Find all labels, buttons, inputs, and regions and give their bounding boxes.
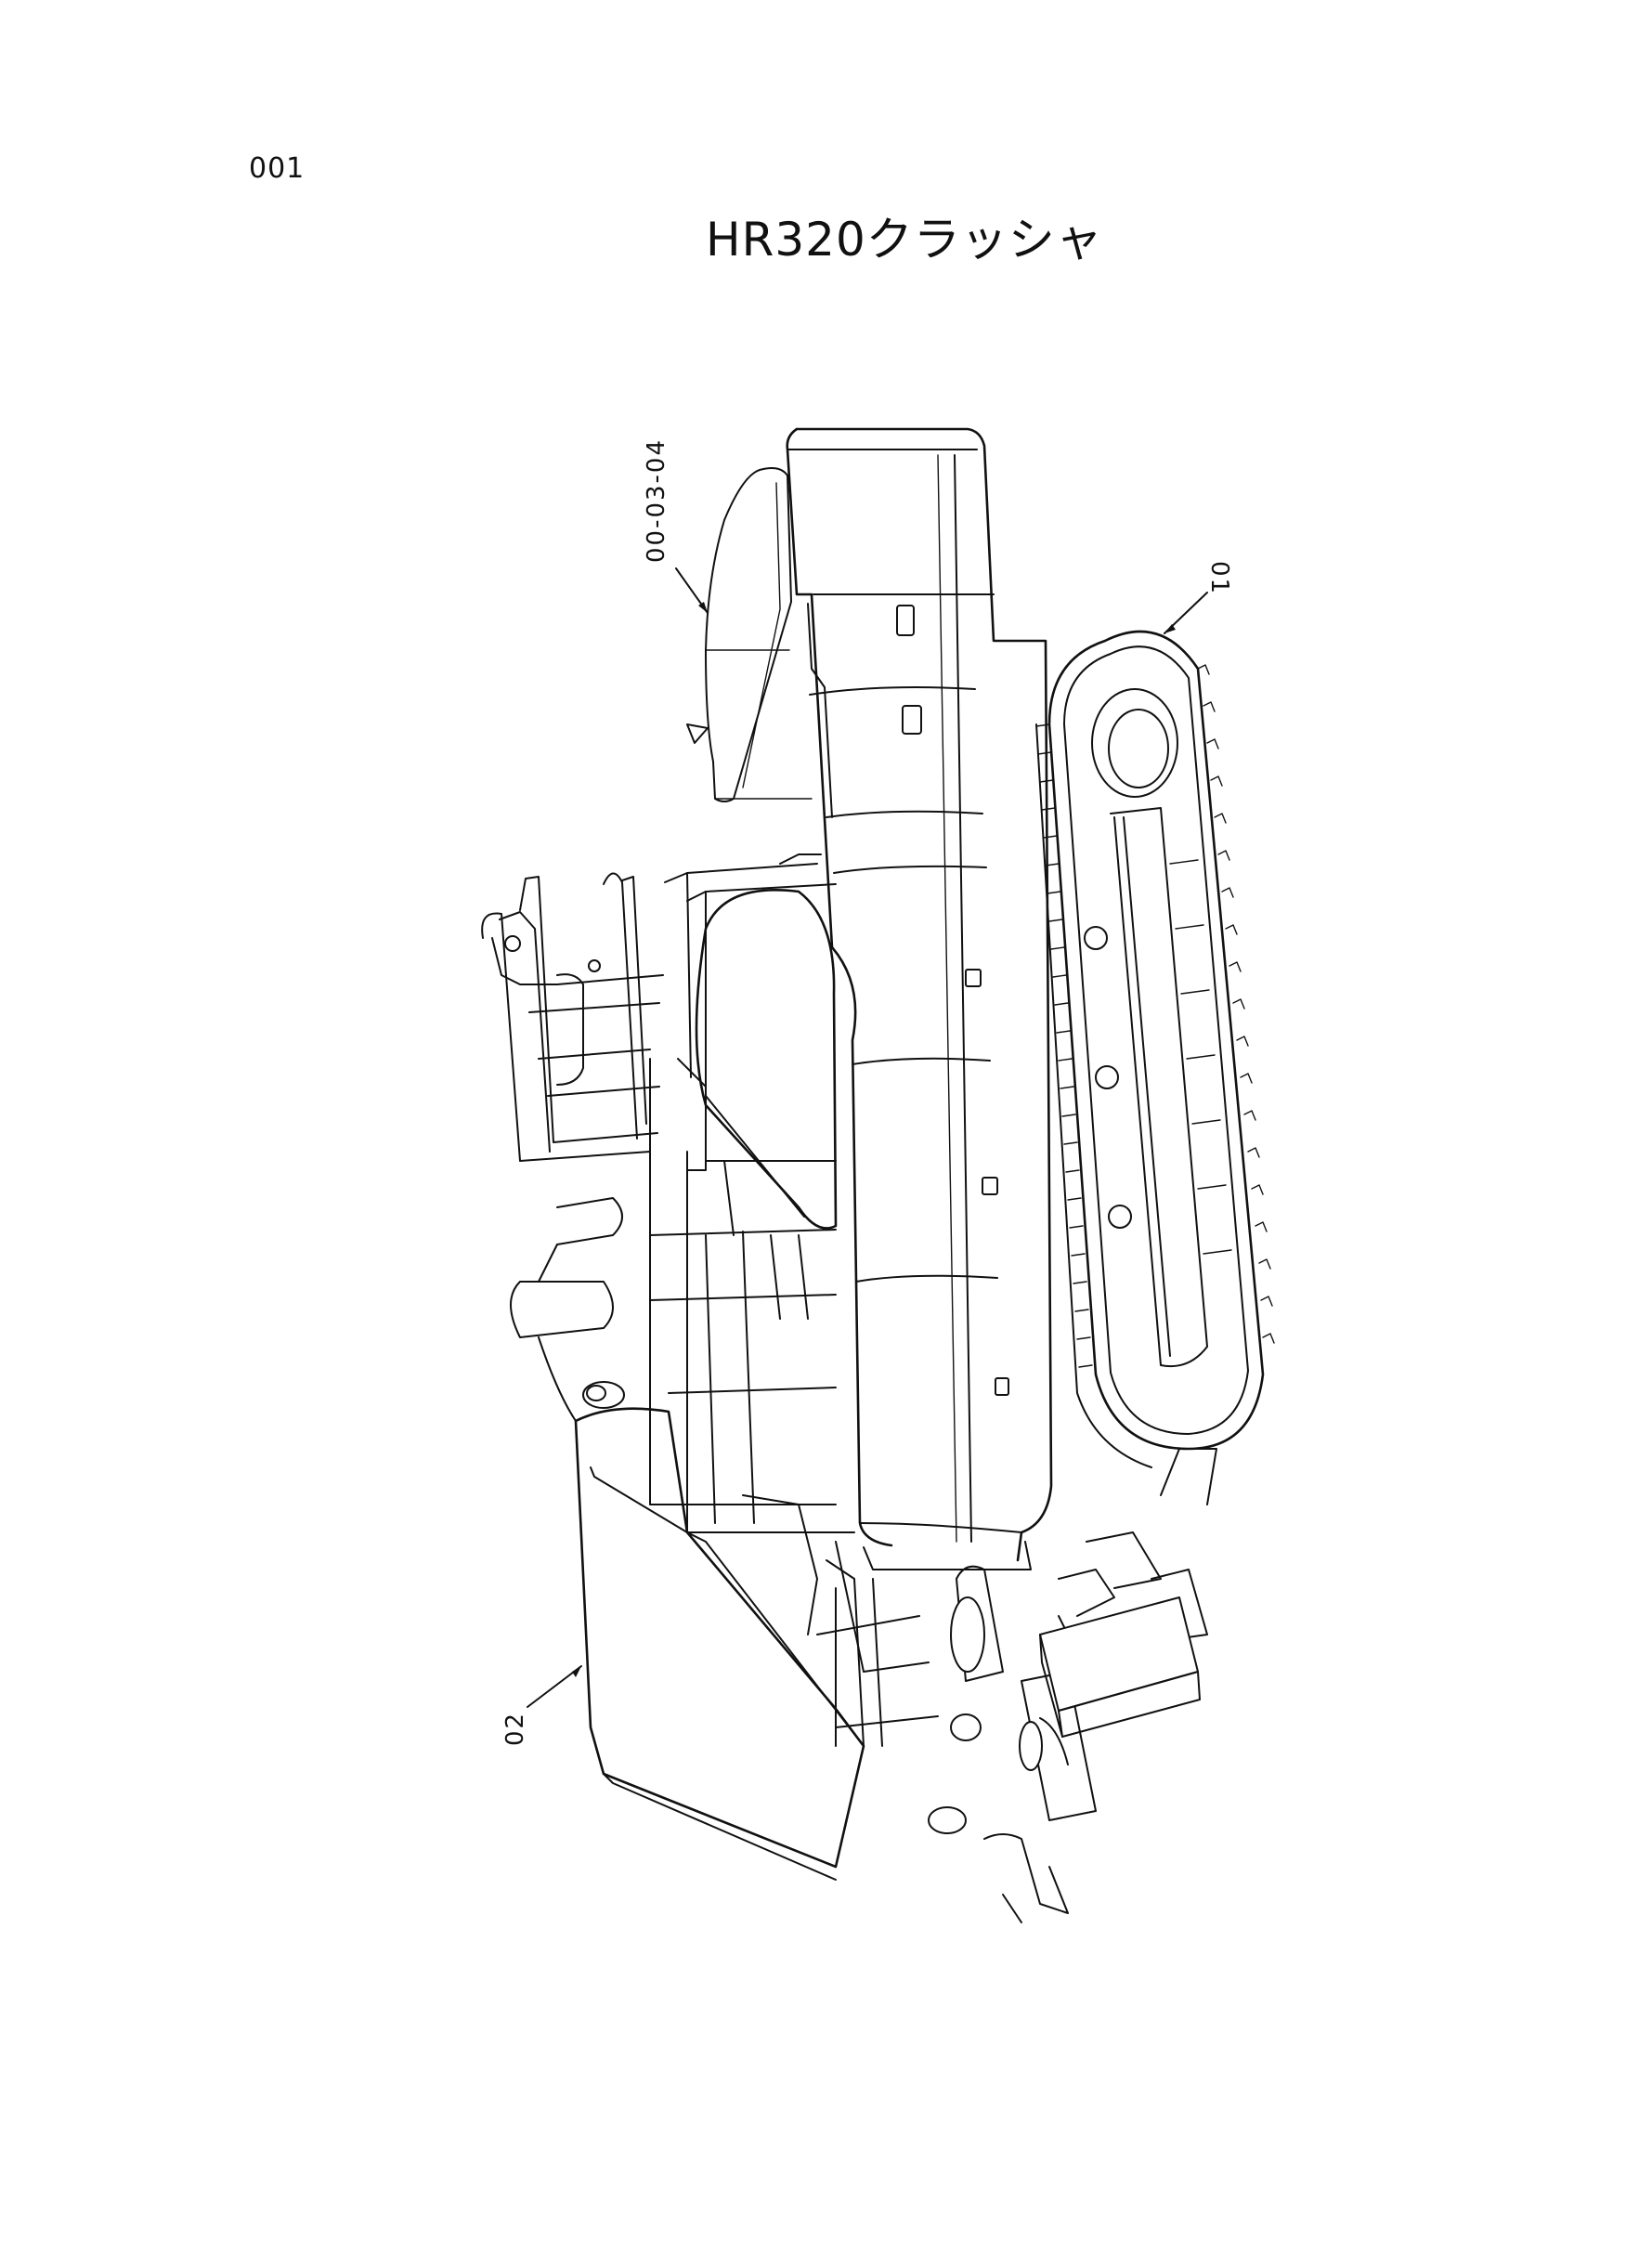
main-cover-body	[786, 427, 1053, 1570]
callout-01: 01	[1205, 561, 1233, 595]
callout-00-03-04: 00-03-04	[643, 438, 670, 563]
front-hopper	[510, 1197, 865, 1881]
hopper-chute	[664, 853, 838, 1230]
handrail	[481, 872, 664, 1162]
page-number: 001	[249, 152, 306, 185]
page-title: HR320クラッシャ	[706, 213, 1103, 267]
crawler-track	[1035, 630, 1275, 1468]
callout-leaders	[527, 567, 1208, 1708]
callout-02: 02	[501, 1712, 529, 1746]
discharge-conveyor	[928, 1448, 1217, 1923]
feeder-frame	[649, 1058, 939, 1747]
engine-hood	[686, 467, 813, 802]
